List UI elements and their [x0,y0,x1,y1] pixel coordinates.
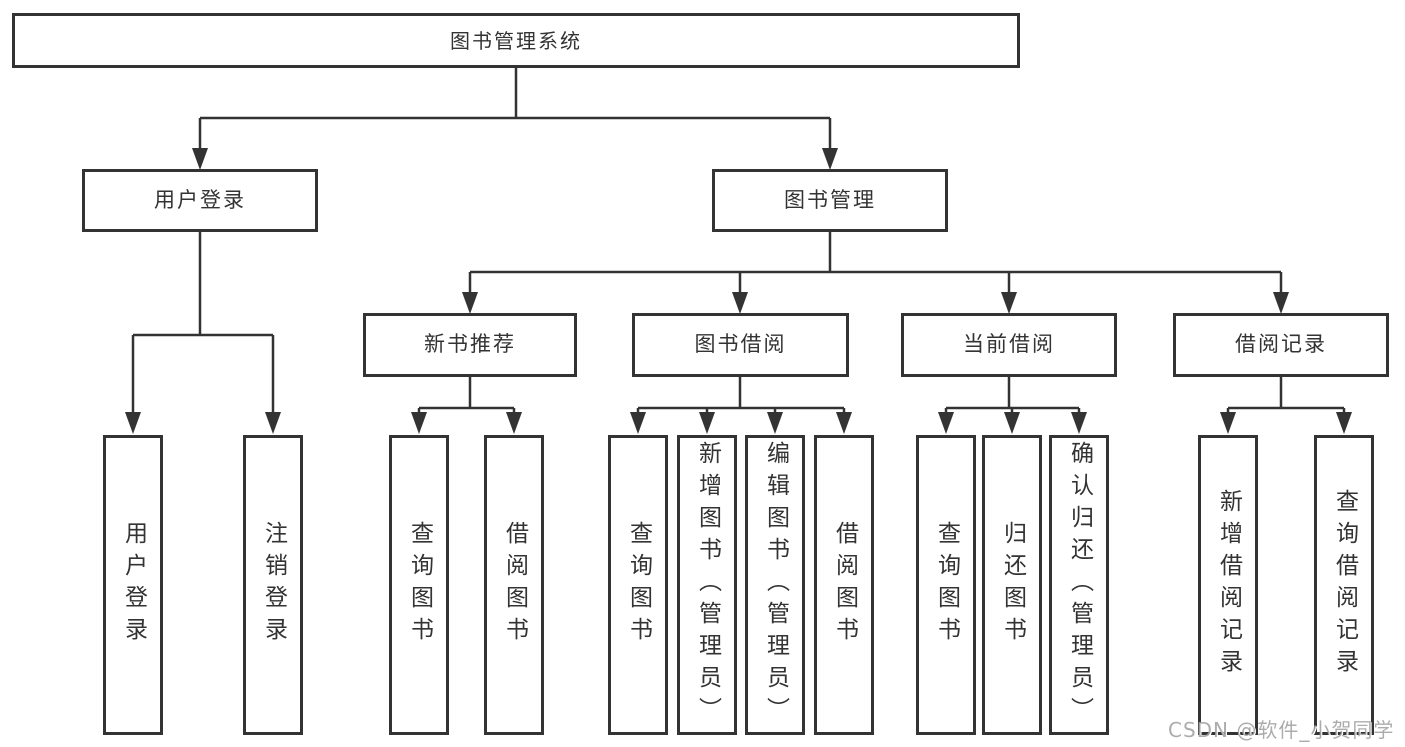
arrowhead-icon [192,148,208,170]
node-current-borrow-label: 当前借阅 [963,332,1055,357]
node-book-management-label: 图书管理 [784,187,876,212]
leaf-query-borrow-record-label: 查询借阅记录 [1331,489,1358,681]
leaf-return-book-label: 归还图书 [999,521,1026,649]
leaf-add-borrow-record-label: 新增借阅记录 [1215,489,1242,681]
leaf-borrow-books-borrow: 借阅图书 [814,435,874,735]
leaf-logout-label: 注销登录 [260,521,287,649]
csdn-watermark: CSDN @软件_小贺同学 [1168,718,1395,742]
leaf-add-borrow-record: 新增借阅记录 [1198,435,1258,735]
leaf-confirm-return-admin: 确认归还（管理员） [1049,435,1109,735]
arrowhead-icon [836,412,852,434]
node-book-borrow-label: 图书借阅 [694,332,787,357]
leaf-add-book-admin: 新增图书（管理员） [677,435,737,735]
leaf-return-book: 归还图书 [982,435,1042,735]
node-new-book-recommend: 新书推荐 [363,313,577,377]
node-borrow-records: 借阅记录 [1173,313,1389,377]
leaf-query-books-newbook-label: 查询图书 [406,521,433,649]
edge-currentborrow-to-leaves [944,377,1081,416]
node-user-login: 用户登录 [82,169,318,232]
leaf-borrow-books-borrow-label: 借阅图书 [831,521,858,649]
leaf-user-login-label: 用户登录 [120,521,147,649]
node-current-borrow: 当前借阅 [901,313,1117,377]
arrowhead-icon [506,412,522,434]
edge-records-to-leaves [1226,377,1346,416]
node-library-system-label: 图书管理系统 [450,28,582,53]
edge-userlogin-to-leaves [131,232,275,416]
arrowhead-icon [265,412,281,434]
node-book-management: 图书管理 [712,169,948,232]
arrowhead-icon [767,412,783,434]
leaf-borrow-books-newbook-label: 借阅图书 [501,521,528,649]
arrowhead-icon [411,412,427,434]
leaf-edit-book-admin-label: 编辑图书（管理员） [762,441,789,729]
arrowhead-icon [1220,412,1236,434]
leaf-query-borrow-record: 查询借阅记录 [1314,435,1374,735]
arrowhead-icon [125,412,141,434]
leaf-query-books-newbook: 查询图书 [389,435,449,735]
arrowhead-icon [732,292,748,314]
node-new-book-recommend-label: 新书推荐 [424,332,516,357]
leaf-query-books-borrow: 查询图书 [608,435,668,735]
leaf-edit-book-admin: 编辑图书（管理员） [745,435,805,735]
leaf-query-books-current: 查询图书 [916,435,976,735]
arrowhead-icon [1004,412,1020,434]
node-book-borrow: 图书借阅 [632,313,849,377]
leaf-query-books-current-label: 查询图书 [933,521,960,649]
leaf-add-book-admin-label: 新增图书（管理员） [694,441,721,729]
arrowhead-icon [462,292,478,314]
leaf-borrow-books-newbook: 借阅图书 [484,435,544,735]
arrowhead-icon [1001,292,1017,314]
edge-root-to-level2 [198,68,832,150]
arrowhead-icon [1071,412,1087,434]
leaf-query-books-borrow-label: 查询图书 [625,521,652,649]
node-library-system: 图书管理系统 [12,13,1020,68]
arrowhead-icon [938,412,954,434]
leaf-confirm-return-admin-label: 确认归还（管理员） [1066,441,1093,729]
edge-bookborrow-to-leaves [636,377,846,416]
arrowhead-icon [1273,292,1289,314]
node-borrow-records-label: 借阅记录 [1235,332,1327,357]
arrowhead-icon [1336,412,1352,434]
edge-bookmgmt-to-level3 [468,232,1283,296]
arrowhead-icon [630,412,646,434]
node-user-login-label: 用户登录 [154,187,246,212]
arrowhead-icon [699,412,715,434]
arrowhead-icon [822,148,838,170]
edge-newbook-to-leaves [417,377,516,416]
leaf-user-login: 用户登录 [103,435,163,735]
leaf-logout: 注销登录 [243,435,303,735]
